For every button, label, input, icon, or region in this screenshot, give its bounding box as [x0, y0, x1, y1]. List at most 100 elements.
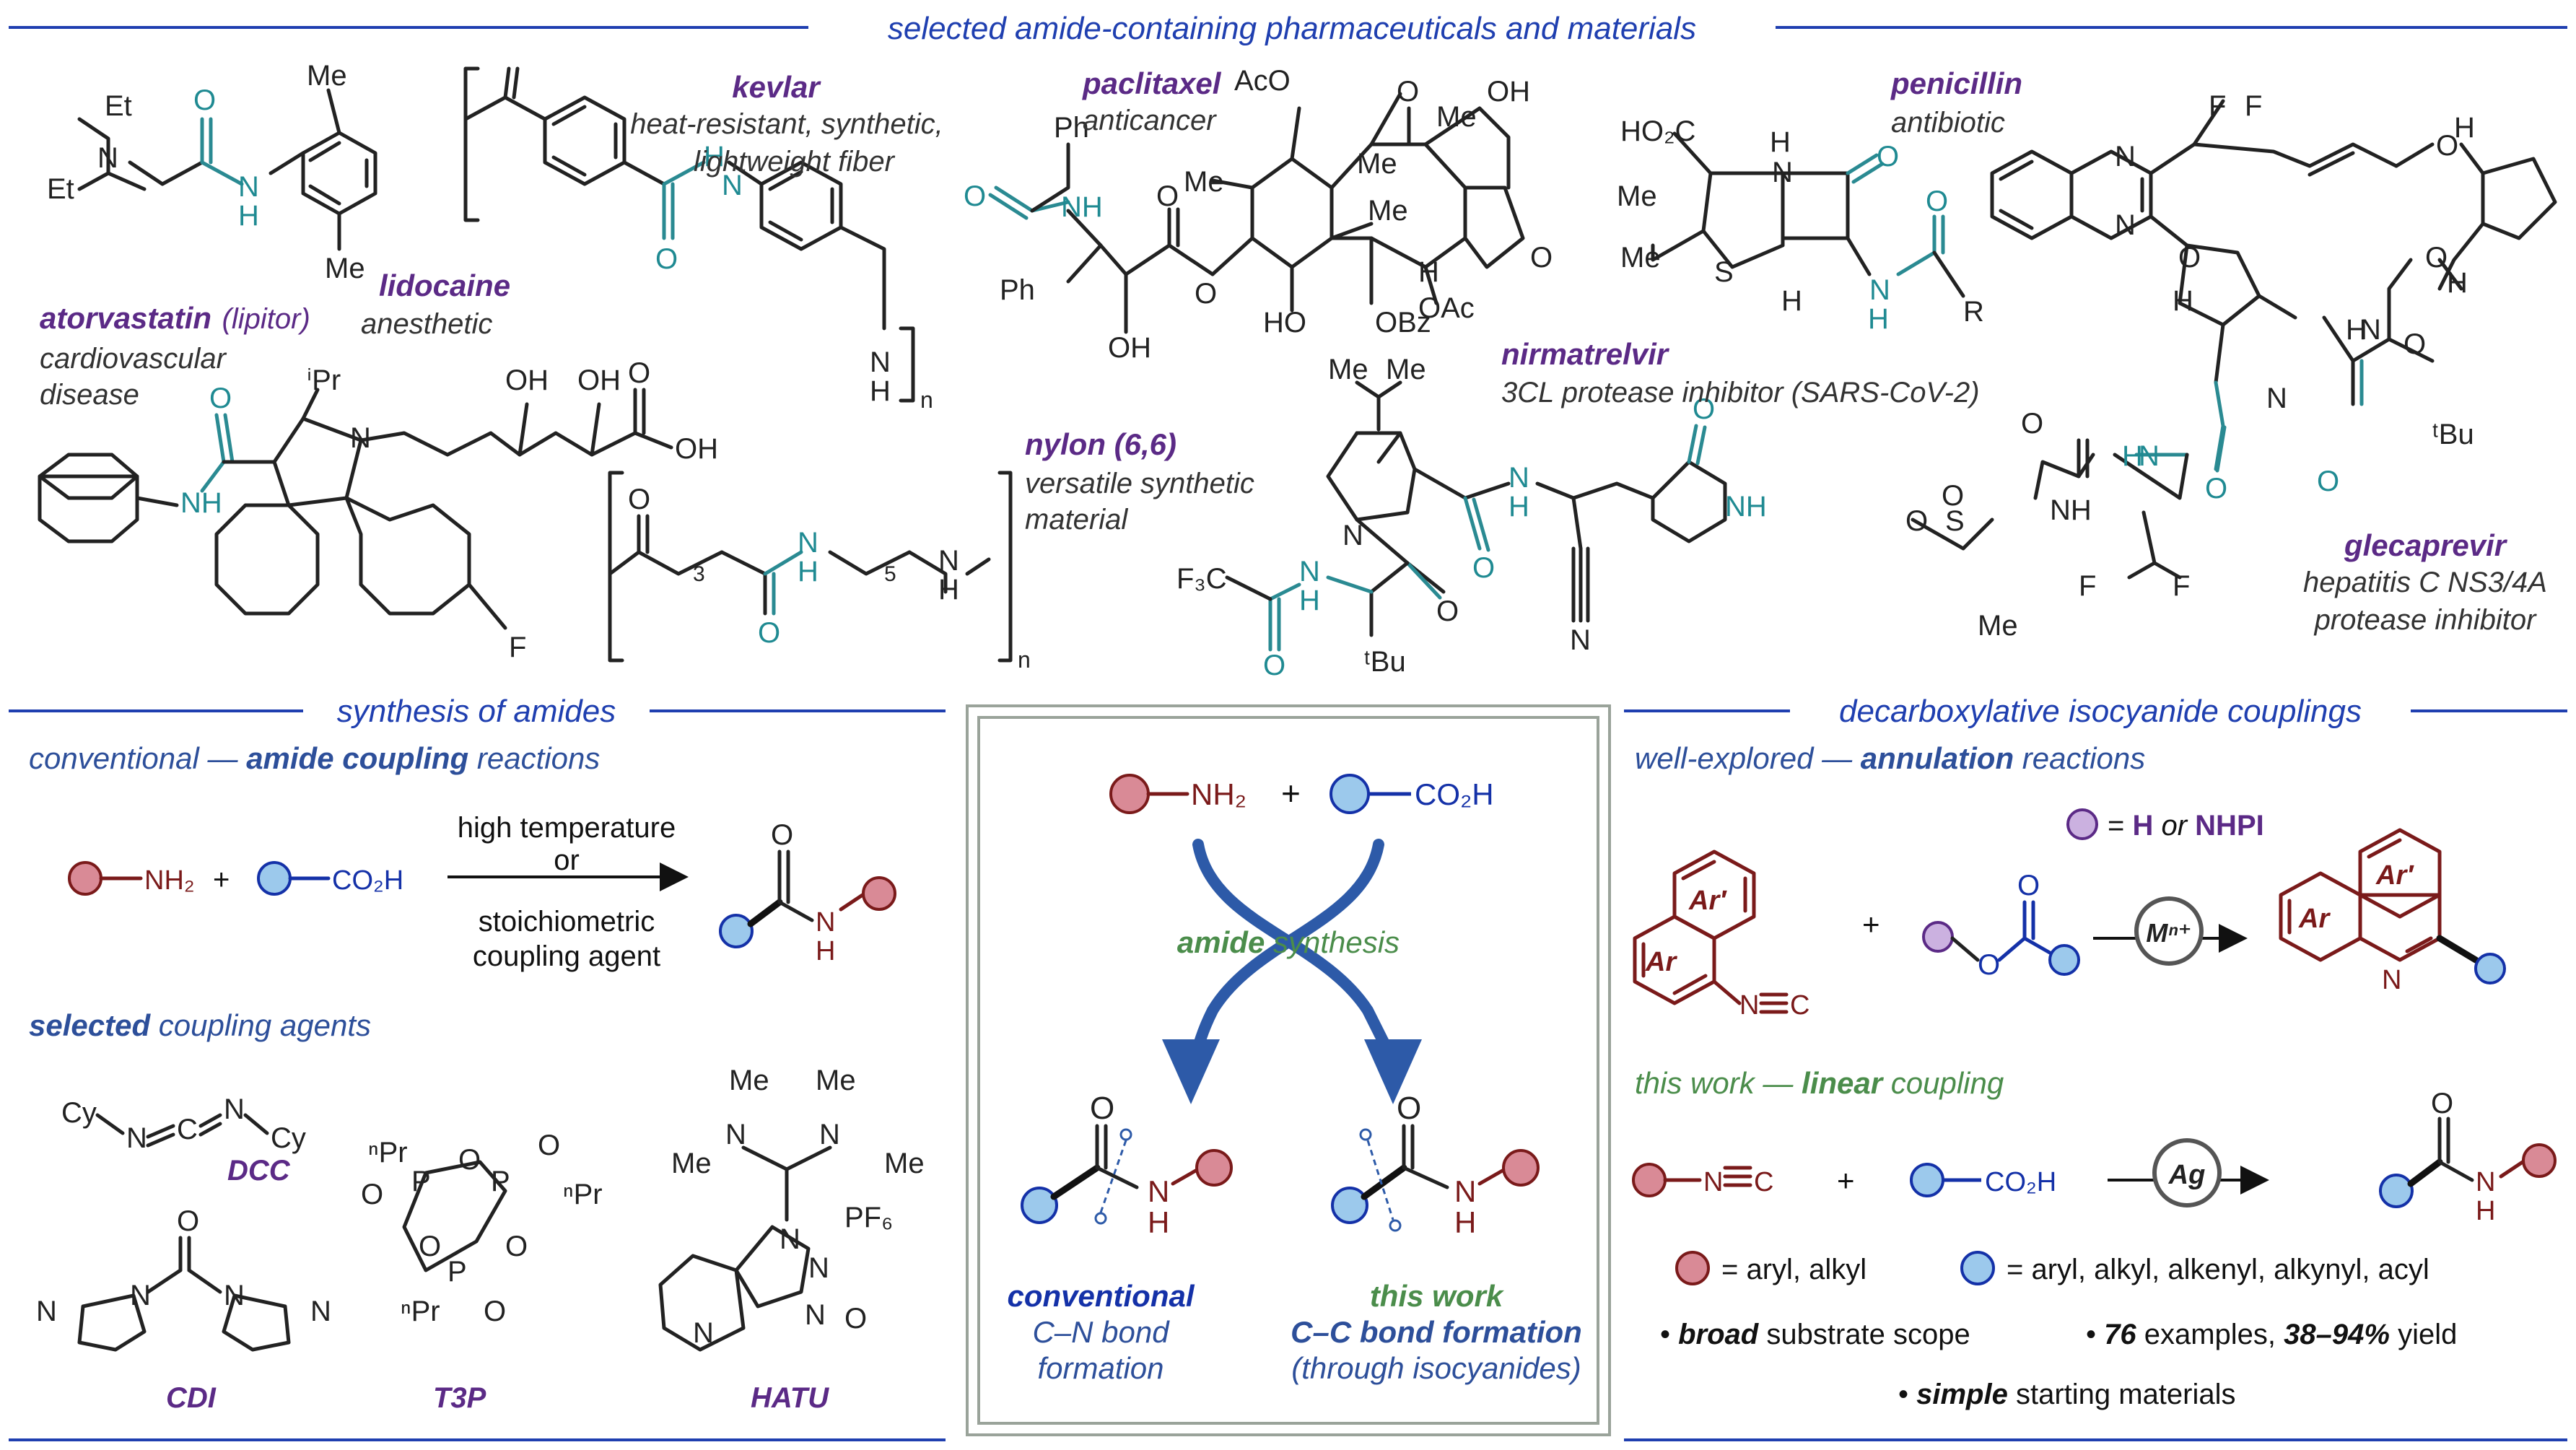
svg-text:S: S	[1714, 256, 1734, 288]
svg-text:O: O	[2403, 328, 2426, 360]
penicillin-label: penicillin antibiotic	[1890, 66, 2022, 139]
svg-text:N: N	[2266, 383, 2287, 414]
svg-text:H: H	[1868, 303, 1889, 335]
kevlar-desc-1: heat-resistant, synthetic,	[630, 108, 943, 140]
svg-text:PF₆: PF₆	[844, 1202, 893, 1233]
svg-text:O: O	[1156, 180, 1179, 212]
penicillin-desc: antibiotic	[1891, 107, 2005, 139]
svg-text:N: N	[238, 171, 259, 203]
svg-text:H: H	[2346, 314, 2367, 346]
svg-text:N: N	[310, 1296, 331, 1327]
svg-text:N: N	[36, 1296, 57, 1327]
svg-text:H: H	[1781, 285, 1802, 317]
svg-text:O: O	[628, 484, 650, 515]
svg-text:O: O	[771, 819, 793, 851]
svg-text:F: F	[2209, 90, 2226, 122]
svg-text:N: N	[780, 1223, 800, 1255]
svg-text:NH₂: NH₂	[1191, 777, 1246, 811]
cdi-label: CDI	[166, 1382, 217, 1414]
svg-text:N: N	[1342, 520, 1363, 551]
svg-text:ⁿPr: ⁿPr	[401, 1296, 440, 1327]
svg-text:ⁱPr: ⁱPr	[307, 364, 341, 396]
nirmatrelvir-desc: 3CL protease inhibitor (SARS-CoV-2)	[1501, 377, 1980, 409]
svg-text:H: H	[2476, 1196, 2495, 1226]
conventional-sub-2: formation	[1037, 1351, 1163, 1385]
bullet-examples: • 76 examples, 38–94% yield	[2086, 1319, 2457, 1350]
synthesis-header: synthesis of amides	[9, 694, 946, 729]
svg-text:O: O	[1905, 505, 1928, 537]
svg-text:N: N	[1570, 624, 1591, 656]
svg-text:Me: Me	[1368, 195, 1408, 227]
svg-text:F: F	[2079, 570, 2096, 602]
nylon-name: nylon (6,6)	[1025, 427, 1176, 461]
svg-text:O: O	[1942, 480, 1964, 512]
svg-text:OH: OH	[675, 433, 718, 465]
nylon-desc-1: versatile synthetic	[1025, 468, 1254, 499]
svg-text:N: N	[1772, 157, 1793, 188]
svg-text:H: H	[1454, 1205, 1476, 1239]
svg-text:N: N	[798, 527, 818, 559]
svg-text:O: O	[1693, 393, 1715, 425]
svg-text:N: N	[2115, 209, 2136, 241]
synthesis-header-title: synthesis of amides	[337, 694, 616, 729]
glecaprevir-label: glecaprevir hepatitis C NS3/4A protease …	[2303, 528, 2547, 636]
svg-text:O: O	[1926, 185, 1948, 217]
svg-text:N: N	[870, 346, 891, 378]
svg-text:H: H	[2447, 267, 2468, 299]
svg-text:O: O	[2205, 473, 2227, 505]
kevlar-label: kevlar heat-resistant, synthetic, lightw…	[630, 70, 943, 178]
paclitaxel-structure: O NH Ph Ph OH O O AcO O Me Me Me Me OH H…	[964, 65, 1553, 364]
lidocaine-desc: anesthetic	[361, 308, 492, 340]
svg-text:O: O	[419, 1231, 441, 1262]
atorvastatin-label: atorvastatin (lipitor) cardiovascular di…	[40, 301, 310, 411]
paclitaxel-name: paclitaxel	[1082, 66, 1222, 100]
svg-text:O: O	[1090, 1091, 1114, 1126]
glecaprevir-structure: F F N N O H H O H N O ᵗBu O H N O H N O …	[1905, 90, 2557, 642]
svg-text:+: +	[1862, 907, 1880, 941]
svg-text:N: N	[1869, 274, 1890, 306]
svg-text:O: O	[1472, 552, 1495, 584]
svg-text:C: C	[1790, 990, 1809, 1021]
svg-text:Me: Me	[729, 1065, 769, 1096]
svg-text:R: R	[1963, 296, 1984, 328]
coupling-agents-title: selected coupling agents	[29, 1008, 371, 1042]
svg-text:Me: Me	[1617, 180, 1657, 212]
this-work-sub-2: (through isocyanides)	[1291, 1351, 1581, 1385]
svg-text:O: O	[1436, 595, 1459, 627]
bullet-broad: • broad substrate scope	[1660, 1319, 1970, 1350]
svg-text:O: O	[2317, 466, 2339, 497]
svg-text:AcO: AcO	[1234, 65, 1291, 97]
svg-text:Ph: Ph	[1054, 112, 1089, 144]
nylon-label: nylon (6,6) versatile synthetic material	[1025, 427, 1254, 536]
svg-text:Cy: Cy	[61, 1097, 97, 1129]
svg-text:OH: OH	[1108, 332, 1151, 364]
svg-text:Me: Me	[1436, 101, 1477, 133]
svg-text:F₃C: F₃C	[1176, 563, 1227, 595]
svg-text:H: H	[2173, 285, 2193, 317]
svg-text:NH: NH	[2050, 494, 2092, 526]
svg-text:O: O	[758, 617, 780, 649]
svg-text:Me: Me	[1184, 166, 1224, 198]
svg-text:+: +	[1281, 774, 1301, 812]
svg-text:N: N	[938, 545, 959, 577]
svg-text:Me: Me	[1357, 148, 1397, 180]
svg-text:N: N	[97, 142, 118, 174]
conventional-title: conventional — amide coupling reactions	[29, 741, 600, 775]
atorvastatin-desc-2: disease	[40, 379, 139, 411]
svg-text:OBz: OBz	[1375, 307, 1431, 339]
svg-text:ⁿPr: ⁿPr	[368, 1137, 408, 1169]
svg-text:O: O	[177, 1205, 199, 1237]
bullet-simple: • simple starting materials	[1898, 1379, 2236, 1410]
svg-text:O: O	[2431, 1088, 2453, 1119]
svg-text:N: N	[2382, 965, 2401, 995]
svg-text:O: O	[2017, 870, 2040, 901]
svg-text:ⁿPr: ⁿPr	[563, 1179, 603, 1210]
this-work-sub-1: C–C bond formation	[1291, 1315, 1582, 1349]
svg-text:F: F	[2245, 90, 2262, 122]
svg-text:H: H	[1148, 1205, 1169, 1239]
svg-text:O: O	[1877, 141, 1899, 172]
svg-text:O: O	[505, 1231, 528, 1262]
svg-text:O: O	[964, 180, 986, 212]
svg-text:O: O	[1530, 242, 1553, 274]
svg-text:3: 3	[693, 562, 705, 586]
